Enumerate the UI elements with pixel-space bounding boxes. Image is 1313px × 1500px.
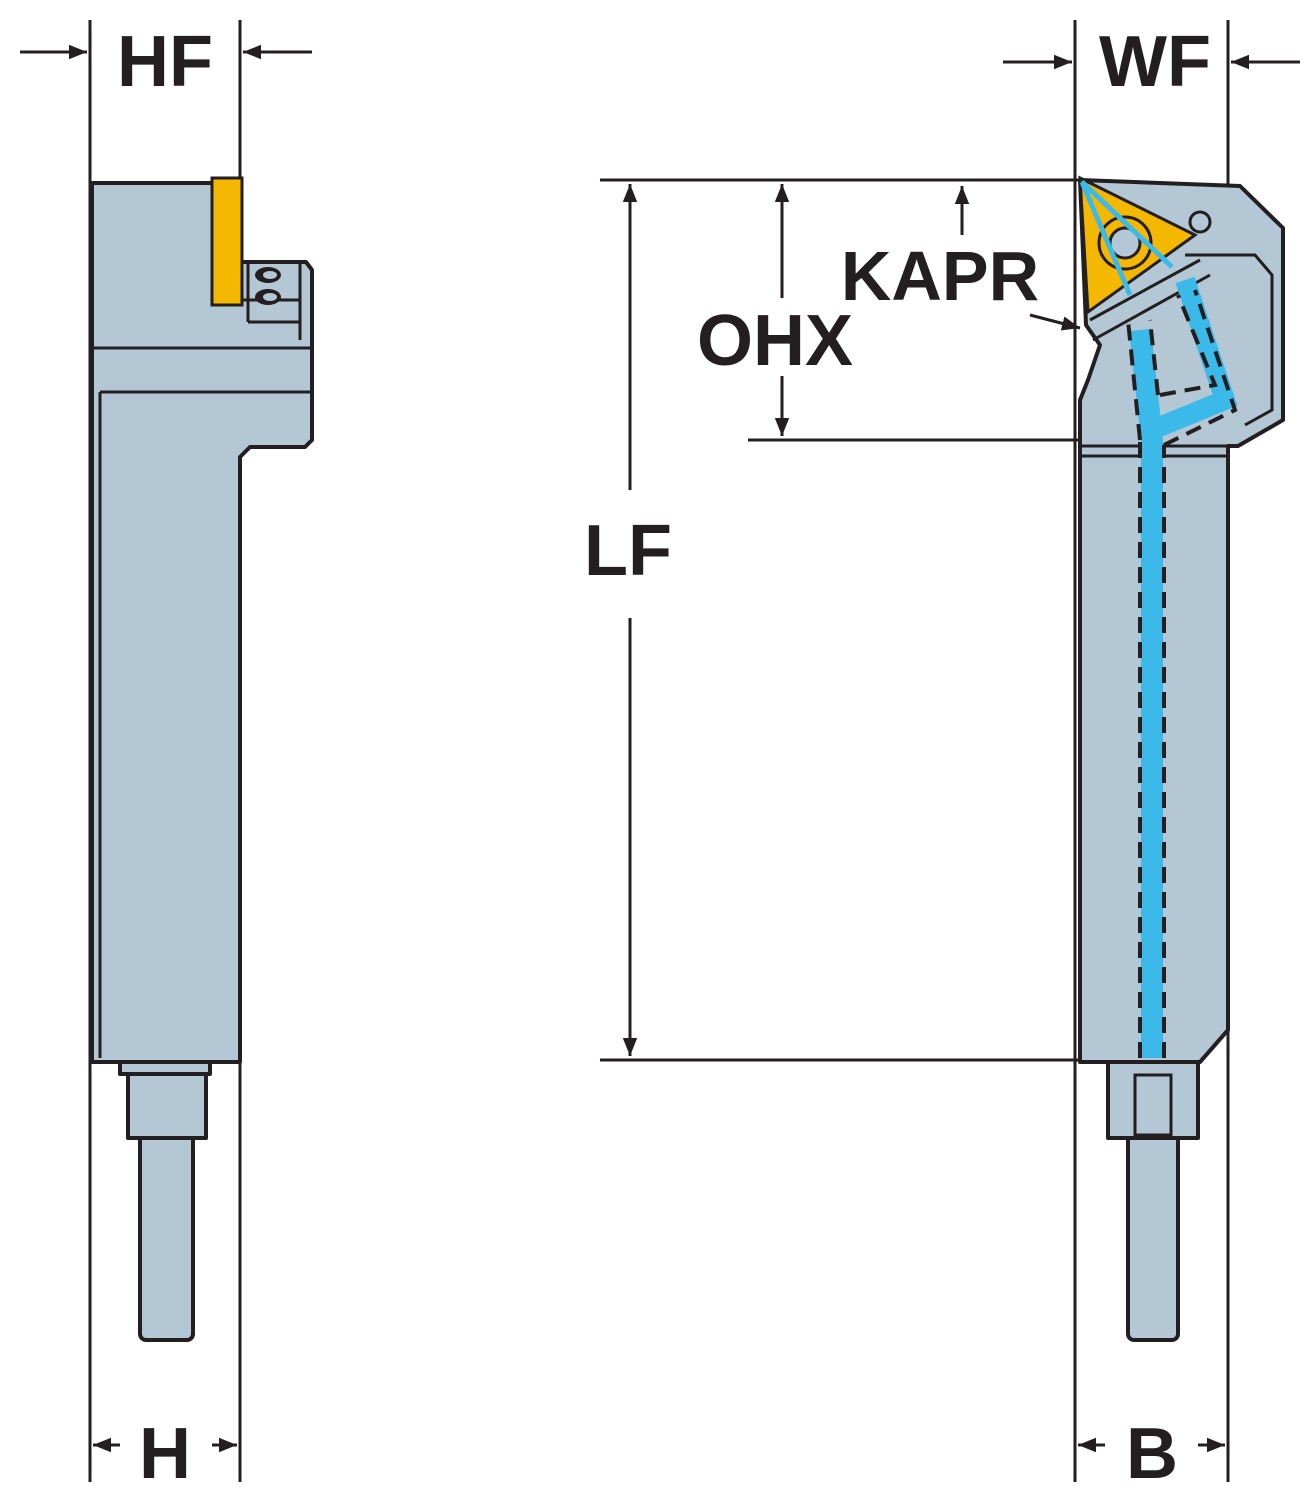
side-body xyxy=(90,181,314,1064)
coolant-channel-branch xyxy=(1148,276,1238,440)
top-body xyxy=(1078,178,1285,1064)
top-shank xyxy=(1106,1060,1200,1140)
label-b: B xyxy=(1126,1414,1178,1494)
label-hf: HF xyxy=(117,22,213,102)
clamp-screw-icon xyxy=(1188,210,1212,234)
label-kapr: KAPR xyxy=(841,237,1039,315)
kapr-arrow-side xyxy=(1029,313,1081,331)
side-shank xyxy=(126,1068,208,1140)
label-wf: WF xyxy=(1099,22,1211,102)
side-view: HF H xyxy=(20,20,314,1494)
label-ohx: OHX xyxy=(697,301,853,381)
top-pin xyxy=(1126,1128,1180,1342)
label-lf: LF xyxy=(584,511,672,591)
top-view: LF OHX KAPR WF B xyxy=(584,20,1300,1494)
side-pin xyxy=(138,1128,195,1342)
insert-side xyxy=(210,176,244,307)
coolant-channel xyxy=(1129,328,1163,1058)
label-h: H xyxy=(139,1414,191,1494)
